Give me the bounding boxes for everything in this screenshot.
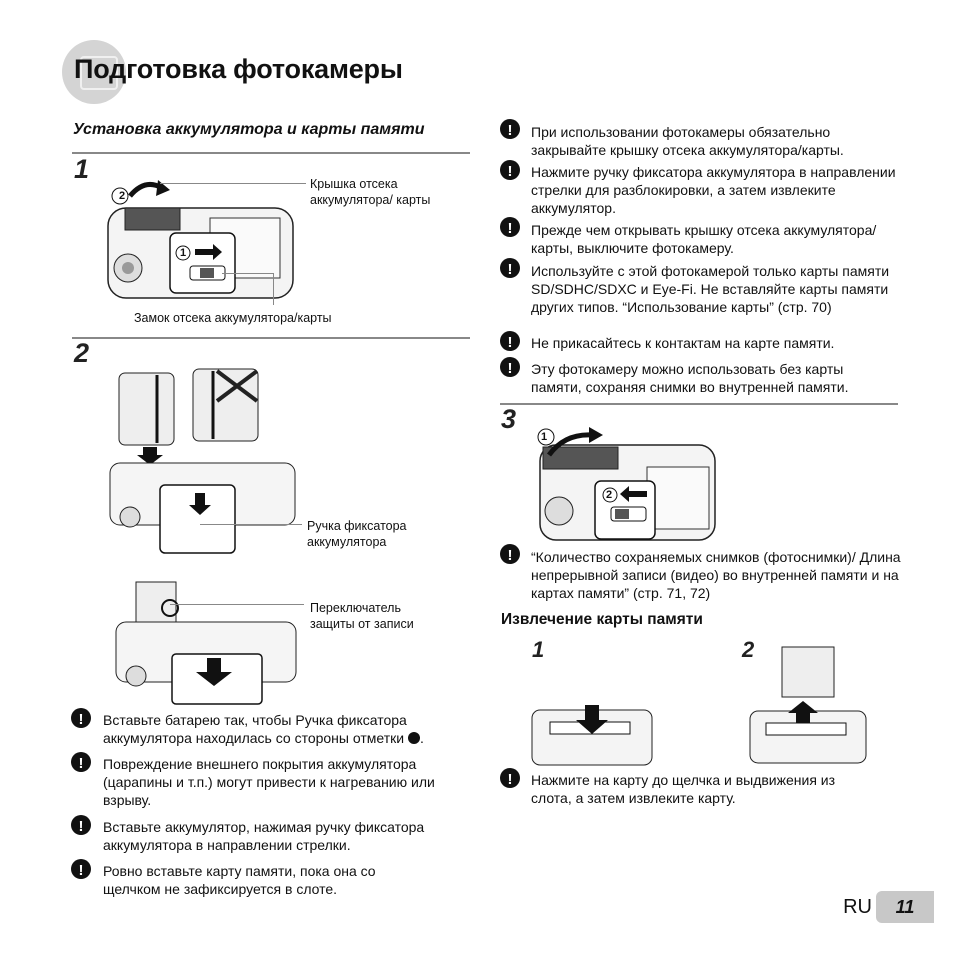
removal-note: Нажмите на карту до щелчка и выдвижения … <box>531 772 836 806</box>
step-2-number: 2 <box>74 338 90 368</box>
leader-line <box>200 524 302 525</box>
right-note-2: Нажмите ручку фиксатора аккумулятора в н… <box>531 164 896 216</box>
right-note-3: Прежде чем открывать крышку отсека аккум… <box>531 222 877 256</box>
marker-2: 2 <box>119 190 126 202</box>
page-title: Подготовка фотокамеры <box>74 54 403 84</box>
divider <box>500 403 898 405</box>
knob-label: Ручка фиксатора аккумулятора <box>307 519 407 549</box>
svg-text:!: ! <box>508 547 513 564</box>
left-note-1: Вставьте батарею так, чтобы Ручка фиксат… <box>103 712 424 746</box>
language-code: RU <box>843 896 872 918</box>
warning-icon: ! <box>71 752 91 772</box>
svg-text:!: ! <box>508 334 513 351</box>
marker-1: 1 <box>541 431 548 443</box>
warning-icon: ! <box>71 708 91 728</box>
svg-text:!: ! <box>79 818 84 835</box>
removal-pull-illustration <box>749 646 867 764</box>
left-note-3: Вставьте аккумулятор, нажимая ручку фикс… <box>103 819 425 853</box>
svg-text:!: ! <box>508 771 513 788</box>
removal-step-2: 2 <box>742 637 755 662</box>
title-badge <box>62 40 126 104</box>
marker-1: 1 <box>180 247 187 259</box>
step-3-number: 3 <box>501 404 517 434</box>
warning-icon: ! <box>500 217 520 237</box>
svg-text:!: ! <box>508 261 513 278</box>
section-title: Установка аккумулятора и карты памяти <box>73 121 425 138</box>
lock-label: Замок отсека аккумулятора/карты <box>134 311 332 325</box>
right-note-6: Эту фотокамеру можно использовать без ка… <box>531 361 849 395</box>
leader-line <box>273 273 274 305</box>
warning-icon: ! <box>71 859 91 879</box>
svg-text:!: ! <box>79 755 84 772</box>
svg-text:!: ! <box>508 360 513 377</box>
right-note-5: Не прикасайтесь к контактам на карте пам… <box>531 335 835 351</box>
svg-text:!: ! <box>508 122 513 139</box>
removal-step-1: 1 <box>532 637 545 662</box>
warning-icon: ! <box>500 357 520 377</box>
cover-label: Крышка отсека аккумулятора/ карты <box>310 177 431 207</box>
leader-line <box>170 604 304 605</box>
step-1-number: 1 <box>74 154 90 184</box>
switch-label: Переключатель защиты от записи <box>310 601 414 631</box>
divider <box>72 152 470 154</box>
svg-text:!: ! <box>508 163 513 180</box>
removal-title: Извлечение карты памяти <box>501 611 703 628</box>
lock-mark-icon <box>407 732 420 744</box>
left-note-2: Повреждение внешнего покрытия аккумулято… <box>103 756 435 808</box>
warning-icon: ! <box>500 119 520 139</box>
step3-camera-illustration <box>537 427 716 541</box>
right-note-4: Используйте с этой фотокамерой только ка… <box>531 263 890 315</box>
divider <box>72 337 470 339</box>
left-note-4: Ровно вставьте карту памяти, пока она со… <box>103 863 376 897</box>
svg-text:!: ! <box>79 711 84 728</box>
right-note-1: При использовании фотокамеры обязательно… <box>531 124 844 158</box>
removal-push-illustration <box>531 705 653 766</box>
leader-line <box>160 183 306 184</box>
warning-icon: ! <box>500 768 520 788</box>
reference-icon: ! <box>500 544 520 564</box>
step1-camera-illustration <box>107 180 294 299</box>
warning-icon: ! <box>500 160 520 180</box>
svg-text:!: ! <box>508 220 513 237</box>
camera-icon <box>80 56 118 90</box>
step2-battery-illustration <box>109 368 296 554</box>
step2-card-illustration <box>115 581 297 705</box>
warning-icon: ! <box>500 258 520 278</box>
warning-icon: ! <box>71 815 91 835</box>
step3-note: “Количество сохраняемых снимков (фотосни… <box>531 549 901 601</box>
warning-icon: ! <box>500 331 520 351</box>
svg-text:!: ! <box>79 862 84 879</box>
marker-2: 2 <box>606 489 613 501</box>
page-number: 11 <box>876 891 934 923</box>
leader-line <box>222 273 274 274</box>
